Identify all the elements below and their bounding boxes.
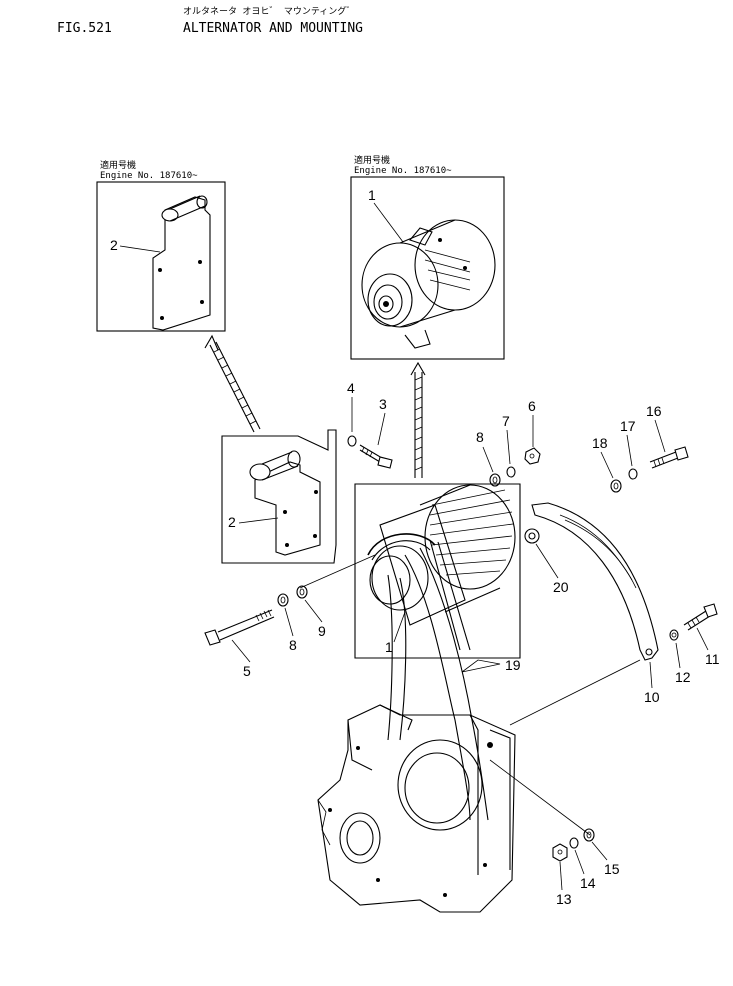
inset-left-bracket: 適用号機 Engine No. 187610~ 2: [96, 159, 226, 332]
alternator-drawing-inset: [361, 219, 496, 349]
callout-8-lower: 8: [289, 637, 297, 653]
nut-6: [524, 447, 541, 465]
arrow-to-left-inset: [204, 334, 261, 433]
inset-right-frame: [350, 176, 505, 360]
callout-18: 18: [592, 435, 608, 451]
inset-right-engine-number: Engine No. 187610~: [354, 166, 452, 176]
lock-washer-4: [347, 435, 357, 447]
inset-right-serial-label: 適用号機: [354, 154, 390, 166]
callout-16: 16: [646, 403, 662, 419]
callout-11: 11: [705, 651, 720, 667]
inset-right-alternator: 適用号機 Engine No. 187610~ 1: [350, 154, 505, 360]
washer-12: [669, 629, 679, 641]
callout-2-main: 2: [228, 514, 236, 530]
callout-17: 17: [620, 418, 636, 434]
v-belt: [387, 539, 489, 821]
inset-left-engine-number: Engine No. 187610~: [100, 171, 198, 181]
washer-18: [610, 479, 622, 493]
washer-15: [583, 828, 595, 842]
callout-7: 7: [502, 413, 510, 429]
bolt-16: [649, 446, 689, 469]
alternator-drawing-main: [367, 484, 516, 626]
callout-13: 13: [556, 891, 572, 907]
callout-8-upper: 8: [476, 429, 484, 445]
callout-10: 10: [644, 689, 660, 705]
callout-20: 20: [553, 579, 569, 595]
inset-left-serial-label: 適用号機: [100, 159, 136, 171]
callout-4: 4: [347, 380, 355, 396]
main-alternator-frame: 1: [354, 483, 521, 659]
callout-3: 3: [379, 396, 387, 412]
callout-15: 15: [604, 861, 620, 877]
washer-8-upper: [489, 473, 501, 487]
inset-left-frame: [96, 181, 226, 332]
arrow-to-right-inset: [410, 361, 426, 478]
main-bracket-frame: 2: [221, 429, 337, 564]
lock-washer-14: [569, 837, 579, 849]
title-japanese: オルタネータ オヨヒ゛ マウンティング゛: [183, 5, 355, 17]
callout-14: 14: [580, 875, 596, 891]
washer-9: [296, 585, 308, 599]
callout-5: 5: [243, 663, 251, 679]
bolt-3: [359, 444, 393, 469]
gear-housing: [317, 704, 516, 913]
callout-19: 19: [505, 657, 521, 673]
bracket-drawing: [152, 195, 211, 331]
spacer-20: [524, 528, 540, 544]
bolt-11: [683, 603, 718, 631]
callout-12: 12: [675, 669, 691, 685]
callout-6: 6: [528, 398, 536, 414]
lock-washer-17: [628, 468, 638, 480]
callout-9: 9: [318, 623, 326, 639]
washer-8-lower: [277, 593, 289, 607]
callout-2-inset: 2: [110, 237, 118, 253]
nut-13: [552, 843, 568, 862]
main-bracket-drawing: [249, 450, 321, 556]
callout-1-main: 1: [385, 639, 393, 655]
leader-washer-to-alternator: [299, 554, 376, 589]
leader-housing-to-nut: [489, 759, 591, 836]
bolt-5: [204, 609, 275, 646]
callout-1-inset: 1: [368, 187, 376, 203]
leader-bar-to-housing: [509, 659, 641, 726]
figure-title: ALTERNATOR AND MOUNTING: [183, 21, 363, 36]
adjusting-bar: [531, 502, 659, 661]
figure-number: FIG.521: [57, 21, 112, 36]
lock-washer-7: [506, 466, 516, 478]
